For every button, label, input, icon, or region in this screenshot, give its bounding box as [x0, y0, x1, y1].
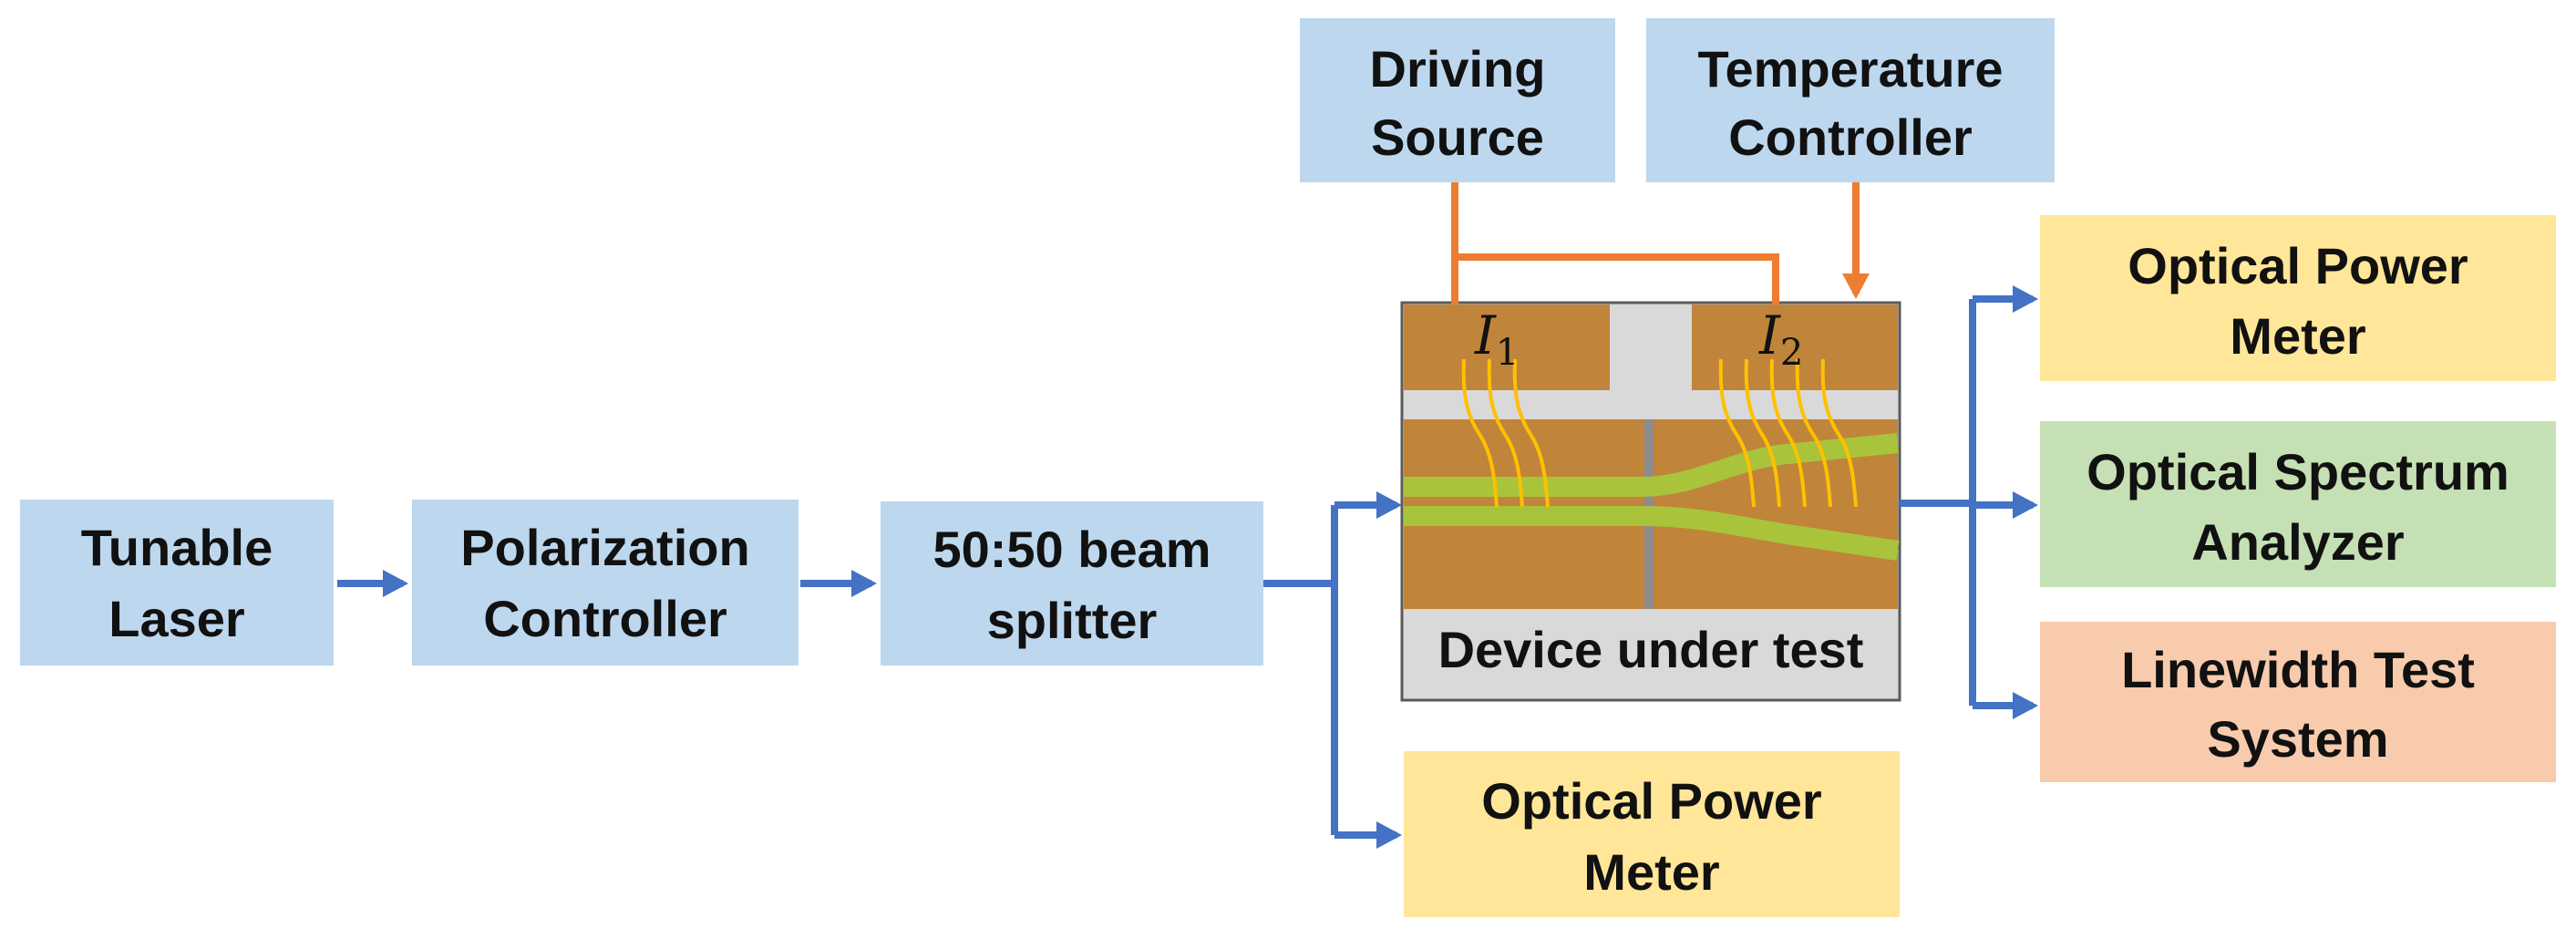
temperature-controller-box: Temperature Controller [1646, 18, 2055, 182]
current-i2-sub: 2 [1780, 332, 1803, 374]
linewidth-test-system-line1: Linewidth Test [2121, 641, 2475, 698]
optical-power-meter-bottom-line2: Meter [1583, 843, 1719, 901]
bond-wire [1461, 358, 1499, 508]
temperature-controller-line2: Controller [1728, 108, 1973, 166]
optical-spectrum-analyzer-line1: Optical Spectrum [2087, 443, 2509, 500]
bond-wire [1487, 358, 1524, 508]
waveguide-top [1404, 433, 1900, 497]
bond-wire [1820, 358, 1858, 508]
current-i1-var: I [1474, 304, 1497, 366]
optical-spectrum-analyzer-box: Optical Spectrum Analyzer [2040, 421, 2556, 587]
driving-source-to-right-pad [1455, 253, 1779, 304]
bond-wire [1718, 358, 1756, 508]
bond-wire [1512, 358, 1550, 508]
tunable-laser-line2: Laser [108, 590, 244, 647]
temperature-controller-line1: Temperature [1697, 40, 2003, 98]
polarization-controller-line2: Controller [483, 590, 727, 647]
optical-power-meter-bottom-box: Optical Power Meter [1404, 751, 1900, 917]
bond-wires-right [1718, 358, 1858, 508]
linewidth-test-system-line2: System [2207, 710, 2388, 768]
tunable-laser-rect [20, 500, 334, 666]
linewidth-test-system-rect [2040, 622, 2556, 782]
current-i1-sub: 1 [1496, 332, 1519, 374]
optical-spectrum-analyzer-line2: Analyzer [2191, 513, 2404, 571]
waveguide-bottom [1404, 506, 1900, 561]
optical-power-meter-top-rect [2040, 215, 2556, 381]
bond-wire [1744, 358, 1781, 508]
current-label-i1: I1 [1474, 304, 1519, 374]
driving-source-box: Driving Source [1300, 18, 1615, 182]
tunable-laser-line1: Tunable [81, 519, 273, 576]
device-under-test-label: Device under test [1438, 621, 1864, 678]
current-label-i2: I2 [1758, 304, 1803, 374]
driving-source-line2: Source [1371, 108, 1544, 166]
bond-wire [1769, 358, 1807, 508]
beam-splitter-rect [881, 501, 1263, 666]
electrode-pad-right [1692, 304, 1898, 390]
beam-splitter-line2: splitter [987, 592, 1158, 649]
linewidth-test-system-box: Linewidth Test System [2040, 622, 2556, 782]
polarization-controller-rect [412, 500, 799, 666]
optical-connections [337, 285, 2038, 849]
polarization-controller-line1: Polarization [460, 519, 749, 576]
temperature-controller-rect [1646, 18, 2055, 182]
driving-source-line1: Driving [1370, 40, 1546, 98]
optical-power-meter-top-box: Optical Power Meter [2040, 215, 2556, 381]
optical-power-meter-top-line1: Optical Power [2128, 237, 2468, 294]
bond-wire [1795, 358, 1832, 508]
optical-power-meter-top-line2: Meter [2230, 307, 2365, 365]
optical-power-meter-bottom-rect [1404, 751, 1900, 917]
beam-splitter-box: 50:50 beam splitter [881, 501, 1263, 666]
bond-wires-left [1461, 358, 1550, 508]
beam-splitter-line1: 50:50 beam [933, 521, 1211, 578]
driving-source-rect [1300, 18, 1615, 182]
device-under-test: I1 I2 Device under test [1400, 301, 1901, 702]
electrical-connections [1451, 182, 1870, 304]
electrode-pad-left [1404, 304, 1610, 390]
polarization-controller-box: Polarization Controller [412, 500, 799, 666]
tunable-laser-box: Tunable Laser [20, 500, 334, 666]
optical-spectrum-analyzer-rect [2040, 421, 2556, 587]
current-i2-var: I [1758, 304, 1781, 366]
optical-power-meter-bottom-line1: Optical Power [1481, 772, 1821, 830]
